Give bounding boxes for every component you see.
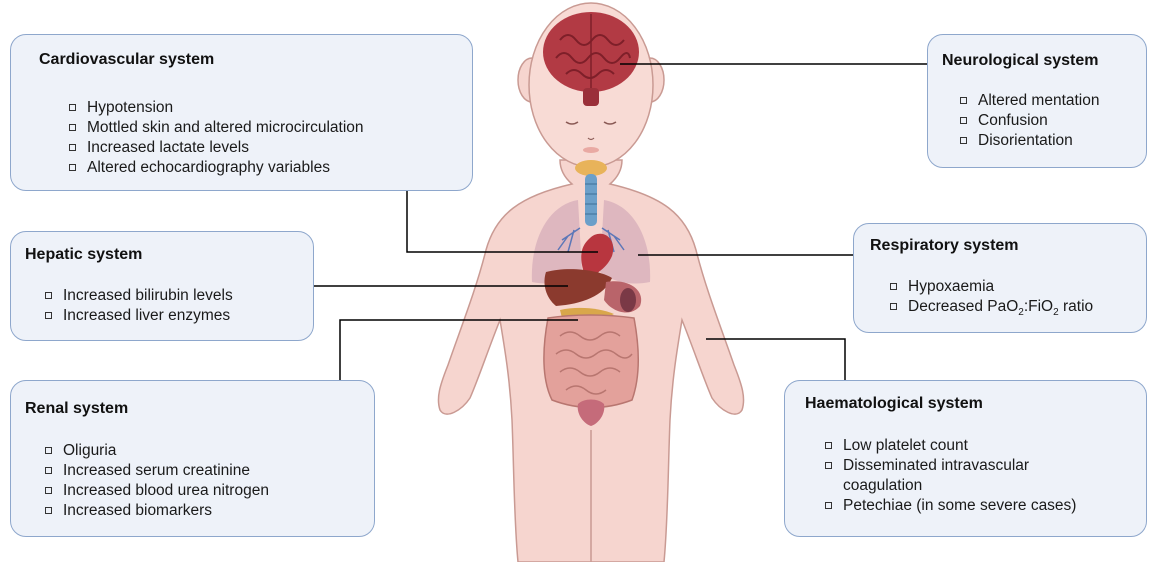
renal-title: Renal system	[25, 399, 374, 419]
kidney-organ	[620, 288, 636, 312]
ratio-suffix: ratio	[1059, 298, 1093, 315]
cardiovascular-title: Cardiovascular system	[39, 50, 472, 70]
list-item: Increased blood urea nitrogen	[43, 481, 374, 501]
hepatic-list: Increased bilirubin levels Increased liv…	[43, 286, 313, 326]
respiratory-system-box: Respiratory system Hypoxaemia Decreased …	[853, 223, 1147, 333]
neurological-list: Altered mentation Confusion Disorientati…	[958, 91, 1146, 151]
list-item: Oliguria	[43, 441, 374, 461]
ratio-mid: :FiO	[1024, 298, 1053, 315]
cardiovascular-system-box: Cardiovascular system Hypotension Mottle…	[10, 34, 473, 191]
respiratory-title: Respiratory system	[870, 236, 1146, 256]
list-item: Disorientation	[958, 131, 1146, 151]
hepatic-title: Hepatic system	[25, 245, 313, 265]
haematological-list: Low platelet count Disseminated intravas…	[823, 436, 1146, 516]
hepatic-system-box: Hepatic system Increased bilirubin level…	[10, 231, 314, 341]
respiratory-list: Hypoxaemia Decreased PaO2:FiO2 ratio	[888, 277, 1146, 317]
list-item: Confusion	[958, 111, 1146, 131]
cardiovascular-list: Hypotension Mottled skin and altered mic…	[67, 98, 472, 178]
list-item: Mottled skin and altered microcirculatio…	[67, 118, 472, 138]
neurological-system-box: Neurological system Altered mentation Co…	[927, 34, 1147, 168]
list-item: Altered mentation	[958, 91, 1146, 111]
list-item: Increased liver enzymes	[43, 306, 313, 326]
list-item-text: Disseminated intravascular	[843, 457, 1029, 474]
intestines-organ	[544, 315, 638, 408]
neurological-title: Neurological system	[942, 51, 1146, 71]
list-item: Increased lactate levels	[67, 138, 472, 158]
list-item: Petechiae (in some severe cases)	[823, 496, 1146, 516]
list-item-text: Petechiae (in some severe cases)	[843, 497, 1076, 514]
renal-list: Oliguria Increased serum creatinine Incr…	[43, 441, 374, 521]
list-item: Increased bilirubin levels	[43, 286, 313, 306]
list-item: Hypoxaemia	[888, 277, 1146, 297]
ratio-prefix: Decreased PaO	[908, 298, 1018, 315]
renal-system-box: Renal system Oliguria Increased serum cr…	[10, 380, 375, 537]
list-item-continuation: coagulation	[843, 476, 1146, 496]
list-item: Increased serum creatinine	[43, 461, 374, 481]
haematological-title: Haematological system	[805, 394, 1146, 414]
list-item: Altered echocardiography variables	[67, 158, 472, 178]
list-item: Increased biomarkers	[43, 501, 374, 521]
list-item: Disseminated intravascular coagulation	[823, 456, 1146, 496]
list-item-text: Low platelet count	[843, 437, 968, 454]
haematological-system-box: Haematological system Low platelet count…	[784, 380, 1147, 537]
list-item: Low platelet count	[823, 436, 1146, 456]
list-item-ratio: Decreased PaO2:FiO2 ratio	[888, 297, 1146, 317]
list-item: Hypotension	[67, 98, 472, 118]
